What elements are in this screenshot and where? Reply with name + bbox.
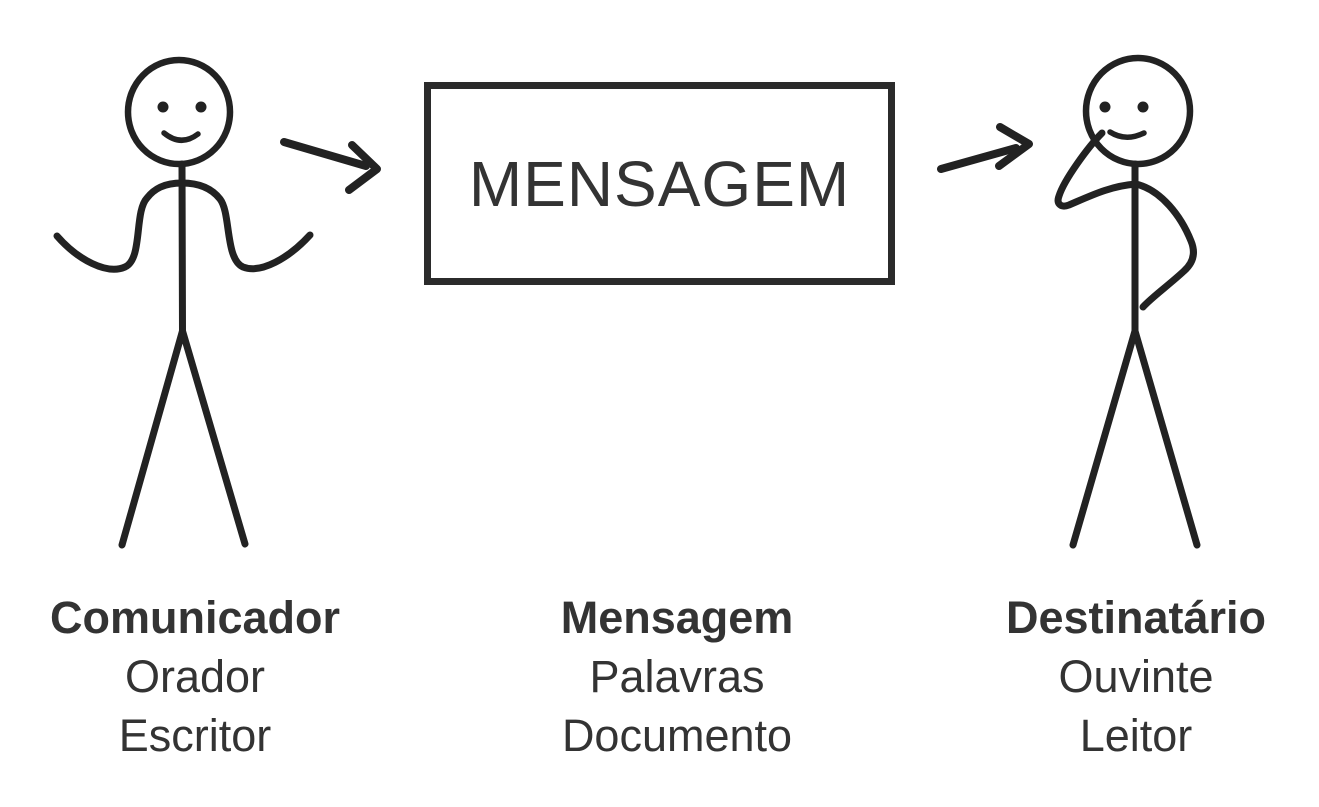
message-subline-1: Palavras xyxy=(589,651,765,702)
arrow-to-recipient-icon xyxy=(937,123,1033,173)
communicator-subline-2: Escritor xyxy=(118,710,272,761)
message-title: Mensagem xyxy=(560,592,794,643)
communicator-figure-icon xyxy=(53,56,314,549)
recipient-figure-icon xyxy=(1054,54,1201,549)
message-label-group: Mensagem Palavras Documento xyxy=(492,588,862,765)
arrow-to-message-icon xyxy=(280,138,381,194)
message-subline-2: Documento xyxy=(561,710,793,761)
recipient-label-group: Destinatário Ouvinte Leitor xyxy=(951,588,1319,765)
message-box-label: MENSAGEM xyxy=(468,147,851,220)
communicator-title: Comunicador xyxy=(49,592,341,643)
communicator-label-group: Comunicador Orador Escritor xyxy=(10,588,380,765)
recipient-subline-1: Ouvinte xyxy=(1058,651,1214,702)
recipient-subline-2: Leitor xyxy=(1079,710,1193,761)
message-box: MENSAGEM xyxy=(424,82,895,285)
communicator-subline-1: Orador xyxy=(124,651,266,702)
recipient-title: Destinatário xyxy=(1005,592,1267,643)
